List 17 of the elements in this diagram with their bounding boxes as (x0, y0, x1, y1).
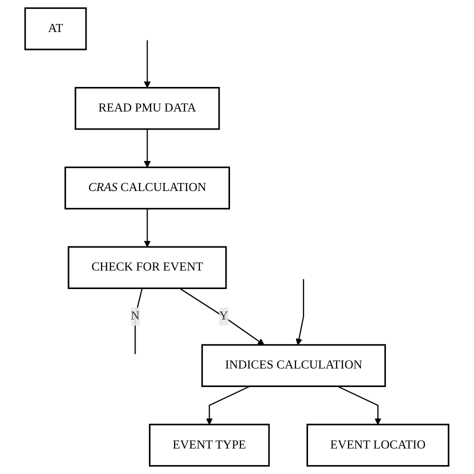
node-box: CRAS CALCULATION (64, 166, 230, 210)
arrow (144, 40, 151, 88)
node-box: READ PMU DATA (74, 86, 220, 130)
node-box: EVENT LOCATIO (306, 424, 450, 467)
arrow (179, 288, 265, 346)
edge-label: Y (219, 310, 228, 323)
node-box: CHECK FOR EVENT (68, 246, 227, 290)
node-box: AT (24, 7, 87, 50)
arrow (206, 386, 250, 425)
arrow (144, 208, 151, 248)
arrow (337, 386, 382, 425)
connector (134, 288, 143, 354)
node-box: INDICES CALCULATION (202, 344, 386, 388)
arrow (144, 129, 151, 168)
node-box: EVENT TYPE (149, 424, 270, 467)
edge-label: N (130, 310, 140, 323)
arrow (296, 279, 304, 346)
